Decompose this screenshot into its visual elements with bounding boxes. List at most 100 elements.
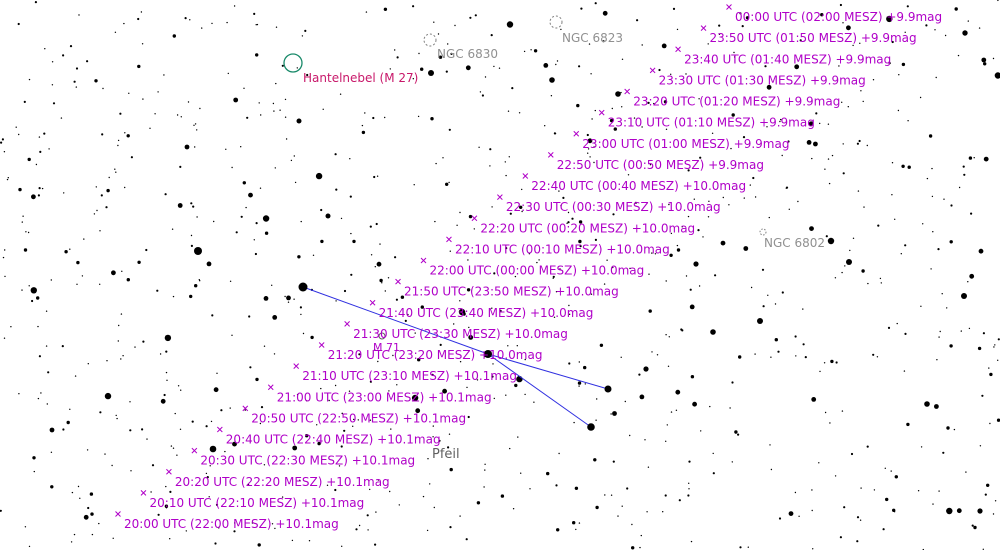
star [533, 401, 535, 403]
star [491, 307, 493, 309]
star [752, 176, 755, 180]
star [374, 266, 376, 268]
star [981, 57, 987, 63]
star [954, 7, 958, 11]
star [573, 421, 575, 424]
star [341, 545, 343, 547]
star [128, 92, 130, 95]
track-time-label: 20:40 UTC (22:40 MESZ) +10.1mag [226, 433, 441, 447]
star [328, 399, 330, 402]
star [886, 15, 893, 23]
star [75, 67, 79, 70]
star [400, 295, 405, 299]
star [284, 295, 286, 298]
star [575, 528, 577, 531]
star [243, 87, 245, 90]
ngc6802-label: NGC 6802 [764, 236, 825, 250]
star [369, 380, 372, 383]
star [578, 220, 583, 224]
star [51, 84, 54, 86]
star [968, 156, 973, 160]
star [590, 293, 593, 295]
star [578, 239, 582, 244]
star [187, 101, 190, 103]
star [612, 411, 617, 416]
star [861, 269, 865, 273]
star [689, 288, 692, 291]
star [533, 49, 538, 53]
star [631, 546, 635, 550]
bright-star [757, 318, 763, 324]
star [120, 313, 123, 315]
star [860, 90, 862, 92]
star [115, 414, 117, 417]
star [882, 528, 885, 531]
star [847, 106, 849, 108]
star [453, 323, 455, 325]
star [930, 268, 932, 270]
star [891, 194, 893, 196]
star [433, 506, 435, 509]
star [639, 394, 645, 400]
star [774, 303, 777, 305]
star [567, 221, 570, 224]
star [553, 316, 556, 318]
star [123, 22, 125, 25]
star [196, 216, 198, 218]
star [890, 470, 892, 472]
star [448, 433, 451, 435]
star [418, 52, 420, 55]
star [165, 350, 168, 353]
star [543, 63, 549, 68]
star [996, 418, 1000, 422]
star [811, 509, 813, 512]
star [165, 371, 168, 374]
star [766, 126, 768, 128]
star [978, 27, 981, 29]
star [322, 108, 324, 111]
bright-star [977, 508, 983, 514]
star [449, 250, 451, 252]
star [438, 55, 443, 59]
star [493, 397, 495, 400]
star [150, 491, 152, 493]
star [106, 188, 110, 193]
star [743, 246, 749, 251]
star [149, 127, 151, 129]
star [678, 499, 681, 502]
star [18, 393, 20, 395]
star [279, 109, 281, 111]
star [795, 355, 797, 357]
star [227, 72, 229, 75]
star [593, 146, 595, 148]
star [118, 324, 120, 327]
constellation-line-1 [302, 286, 489, 355]
star [172, 447, 175, 449]
star [69, 248, 71, 250]
star [641, 44, 643, 46]
star [176, 114, 179, 116]
star [550, 95, 553, 97]
star [69, 408, 71, 410]
star [815, 112, 818, 115]
star [348, 390, 351, 392]
track-time-label: 23:30 UTC (01:30 MESZ) +9.9mag [659, 73, 866, 87]
star [512, 508, 515, 510]
star [928, 134, 933, 138]
star [661, 43, 667, 49]
star [872, 353, 875, 356]
star [229, 280, 232, 282]
star [130, 156, 133, 159]
star [121, 270, 123, 272]
star [873, 489, 876, 491]
star [720, 240, 726, 246]
star [255, 222, 258, 225]
star [214, 542, 217, 545]
star [544, 125, 546, 127]
star [809, 226, 814, 232]
track-position-marker [318, 342, 325, 348]
star [898, 74, 900, 76]
star [827, 158, 830, 160]
star [712, 472, 715, 475]
star [177, 203, 183, 208]
